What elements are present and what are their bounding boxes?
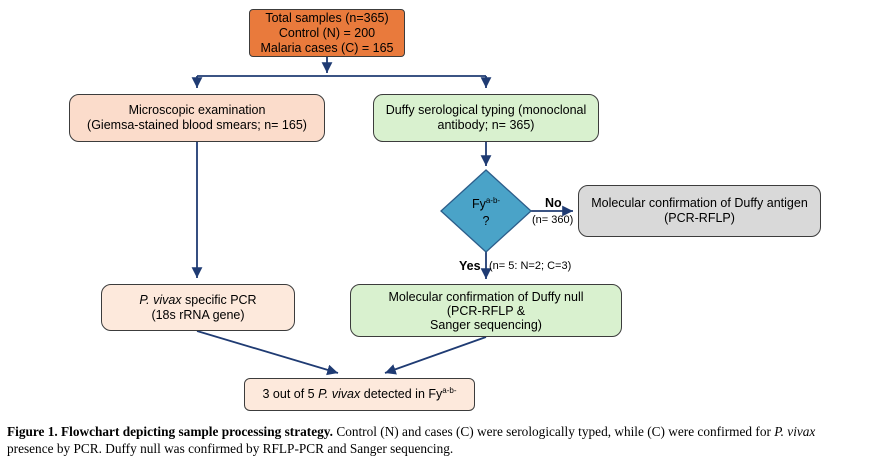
caption-text2: presence by PCR. Duffy null was confirme… xyxy=(7,441,454,456)
duffy-serological-line1: Duffy serological typing (monoclonal xyxy=(385,103,587,117)
caption-text1: Control (N) and cases (C) were serologic… xyxy=(333,424,775,439)
no-label: No xyxy=(545,196,562,210)
caption-bold: Figure 1. Flowchart depicting sample pro… xyxy=(7,424,333,439)
total-samples-line2: Control (N) = 200 xyxy=(278,25,376,40)
result-pre: 3 out of 5 xyxy=(262,387,319,401)
molecular-null-box: Molecular confirmation of Duffy null (PC… xyxy=(350,284,622,337)
pvivax-pcr-line2: (18s rRNA gene) xyxy=(151,307,245,322)
decision-label: Fya-b- ? xyxy=(456,196,516,230)
duffy-serological-line2: antibody; n= 365) xyxy=(437,118,535,132)
result-mid: detected in Fy xyxy=(360,387,443,401)
figure-caption: Figure 1. Flowchart depicting sample pro… xyxy=(7,423,863,457)
molecular-antigen-line2: (PCR-RFLP) xyxy=(664,211,735,225)
decision-fy: Fy xyxy=(471,197,486,211)
microscopic-line2: (Giemsa-stained blood smears; n= 165) xyxy=(87,118,307,132)
duffy-serological-box: Duffy serological typing (monoclonal ant… xyxy=(373,94,599,142)
pvivax-pcr-box: P. vivax specific PCR (18s rRNA gene) xyxy=(101,284,295,331)
pvivax-pcr-italic: P. vivax xyxy=(139,292,182,307)
total-samples-line1: Total samples (n=365) xyxy=(265,10,389,25)
pvivax-pcr-line1: specific PCR xyxy=(181,292,257,307)
microscopic-line1: Microscopic examination xyxy=(128,103,266,117)
edge-pcr-to-result xyxy=(196,330,339,376)
molecular-null-line1: Molecular confirmation of Duffy null xyxy=(388,289,584,304)
molecular-antigen-line1: Molecular confirmation of Duffy antigen xyxy=(591,196,808,210)
caption-italic: P. vivax xyxy=(774,424,816,439)
edge-null-to-result xyxy=(384,336,487,375)
decision-diamond xyxy=(440,169,532,253)
total-samples-box: Total samples (n=365) Control (N) = 200 … xyxy=(249,9,405,57)
molecular-null-line2: (PCR-RFLP & xyxy=(446,303,526,318)
decision-question: ? xyxy=(482,214,490,228)
result-box: 3 out of 5 P. vivax detected in Fya-b- xyxy=(244,378,475,411)
microscopic-examination-box: Microscopic examination (Giemsa-stained … xyxy=(69,94,325,142)
result-sup: a-b- xyxy=(442,386,457,395)
yes-count-label: (n= 5: N=2; C=3) xyxy=(489,260,572,272)
total-samples-line3: Malaria cases (C) = 165 xyxy=(260,40,394,55)
molecular-antigen-box: Molecular confirmation of Duffy antigen … xyxy=(578,185,821,237)
yes-label: Yes xyxy=(459,259,481,273)
molecular-null-line3: Sanger sequencing) xyxy=(430,317,542,332)
decision-fy-sup: a-b- xyxy=(485,196,501,205)
result-italic: P. vivax xyxy=(318,387,361,401)
no-count-label: (n= 360) xyxy=(532,214,574,226)
